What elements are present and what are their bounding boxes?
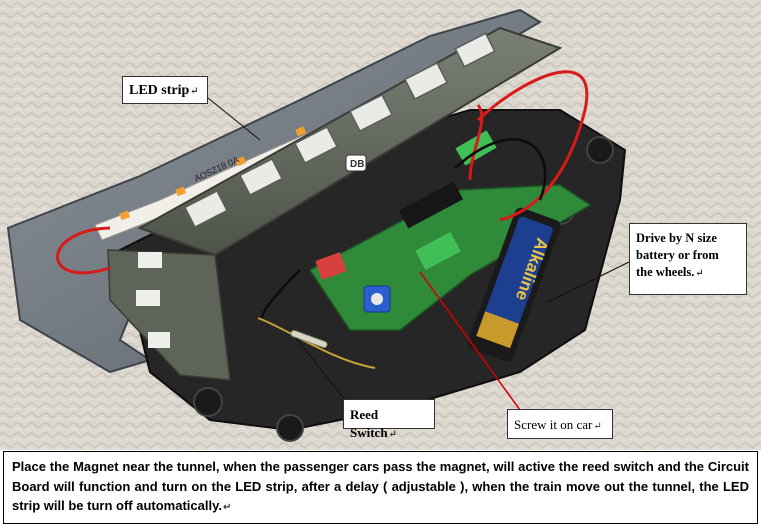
black-wire bbox=[260, 269, 301, 319]
led-strip-label: LED strip↵ bbox=[122, 76, 208, 104]
return-mark: ↵ bbox=[593, 421, 602, 432]
side-windows bbox=[136, 252, 170, 348]
led-chips bbox=[119, 126, 307, 221]
drive-label-line: battery or from bbox=[636, 247, 719, 262]
reed-switch-label-text: Reed Switch bbox=[350, 407, 388, 440]
terminal-block bbox=[415, 231, 461, 271]
drive-label-line: the wheels. bbox=[636, 264, 695, 279]
drive-label: Drive by N size battery or from the whee… bbox=[629, 223, 747, 295]
leader-lines bbox=[207, 97, 630, 411]
trim-knob bbox=[371, 293, 383, 305]
reed-switch-label: Reed Switch↵ bbox=[343, 399, 435, 440]
return-mark: ↵ bbox=[388, 428, 397, 440]
reed-glass bbox=[290, 330, 328, 348]
return-mark: ↵ bbox=[190, 86, 199, 97]
screw-label: Screw it on car↵ bbox=[507, 409, 613, 439]
caption-text: Place the Magnet near the tunnel, when t… bbox=[12, 459, 749, 513]
svg-text:DB: DB bbox=[350, 159, 364, 170]
return-mark: ↵ bbox=[695, 267, 704, 279]
return-mark: ↵ bbox=[222, 502, 232, 513]
black-wire bbox=[454, 138, 547, 201]
battery: Alkaline bbox=[467, 207, 561, 362]
coach-side bbox=[107, 249, 231, 381]
dip-switch bbox=[315, 252, 347, 280]
led-strip-label-text: LED strip bbox=[129, 83, 190, 98]
drive-label-line: Drive by N size bbox=[636, 231, 717, 245]
red-wire bbox=[476, 70, 589, 222]
windows bbox=[183, 32, 496, 228]
red-wire bbox=[468, 104, 484, 181]
db-chip: DB bbox=[345, 154, 367, 172]
ic-chip bbox=[398, 181, 464, 229]
caption-box: Place the Magnet near the tunnel, when t… bbox=[3, 451, 758, 524]
window-panel bbox=[137, 26, 563, 257]
wheel bbox=[586, 136, 614, 164]
wheel bbox=[276, 414, 304, 442]
reed-switch bbox=[257, 317, 376, 369]
screw-label-text: Screw it on car bbox=[514, 417, 593, 432]
red-wire bbox=[56, 226, 111, 275]
wheel bbox=[193, 387, 223, 417]
